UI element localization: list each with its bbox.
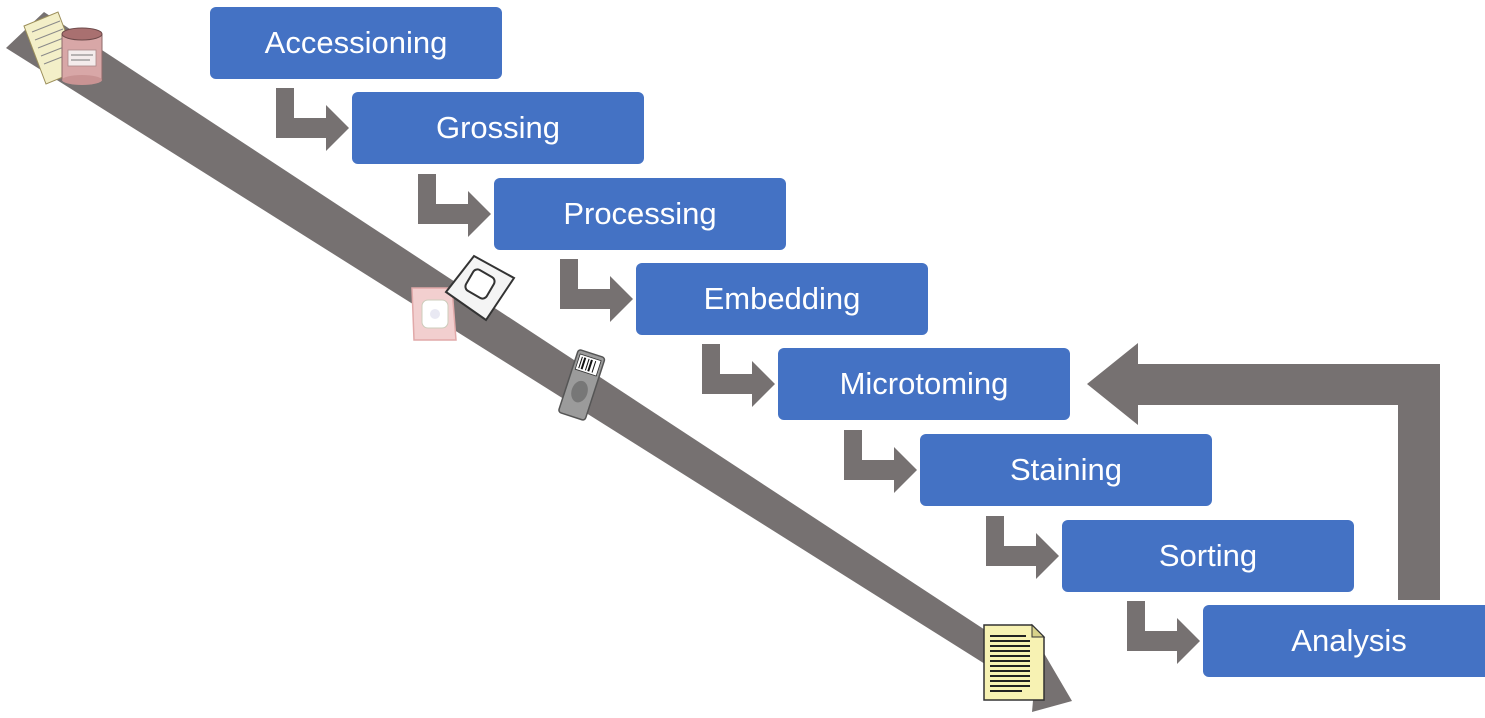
- connector-arrow-3: [560, 259, 633, 322]
- step-microtoming: Microtoming: [778, 348, 1070, 420]
- connector-arrow-7: [1127, 601, 1200, 664]
- specimen-jar-with-form-icon: [23, 11, 103, 85]
- step-label: Analysis: [1291, 623, 1407, 658]
- barcoded-slide-icon: [558, 349, 606, 421]
- step-embedding: Embedding: [636, 263, 928, 335]
- connector-arrow-6: [986, 516, 1059, 579]
- step-label: Sorting: [1158, 538, 1258, 573]
- report-document-icon: [983, 623, 1046, 701]
- step-processing: Processing: [494, 178, 786, 250]
- connector-arrow-2: [418, 174, 491, 237]
- connector-arrow-4: [702, 344, 775, 407]
- step-label: Staining: [1009, 452, 1123, 487]
- step-label: Processing: [563, 196, 717, 231]
- step-accessioning: Accessioning: [210, 7, 502, 79]
- step-label: Grossing: [435, 110, 561, 145]
- diagonal-arrow-shaft: [6, 12, 1040, 686]
- step-label: Accessioning: [264, 25, 448, 60]
- step-analysis: Analysis: [1203, 605, 1485, 677]
- tissue-cassette-icon: [411, 254, 516, 341]
- step-grossing: Grossing: [352, 92, 644, 164]
- connector-arrow-1: [276, 88, 349, 151]
- step-staining: Staining: [920, 434, 1212, 506]
- feedback-loop-arrow: [1087, 343, 1440, 600]
- step-connectors: [276, 88, 1200, 664]
- step-sorting: Sorting: [1062, 520, 1354, 592]
- connector-arrow-5: [844, 430, 917, 493]
- step-label: Embedding: [703, 281, 861, 316]
- step-label: Microtoming: [839, 366, 1009, 401]
